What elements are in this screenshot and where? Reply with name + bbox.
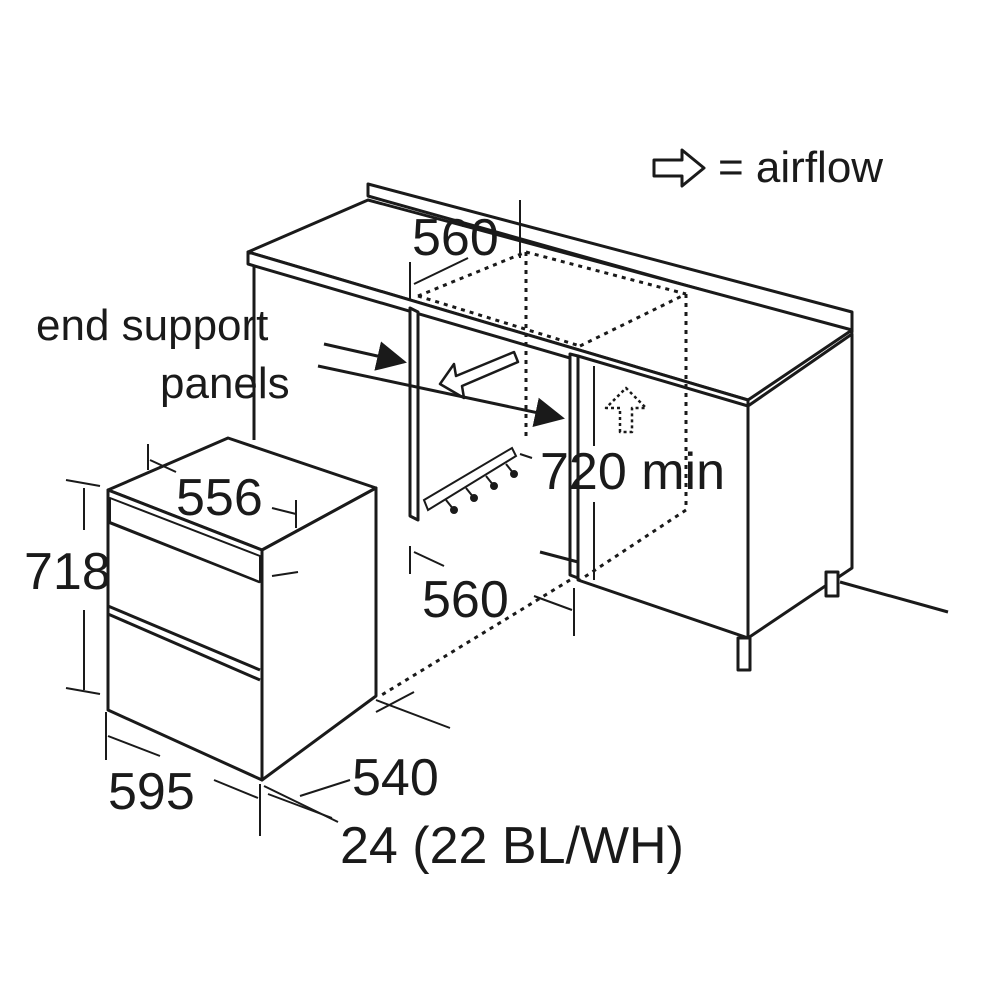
oven-height-label: 718 <box>24 543 111 601</box>
mounting-rail <box>422 446 533 514</box>
oven-width-label: 595 <box>108 763 195 821</box>
cabinet-width-label: 560 <box>422 571 509 629</box>
oven <box>106 436 378 782</box>
oven-side-label: 540 <box>352 749 439 807</box>
dimension-lines <box>65 200 595 836</box>
door-dimension-label: 24 (22 BL/WH) <box>340 817 684 875</box>
cabinet-depth-top-label: 560 <box>412 209 499 267</box>
end-support-label-line2: panels <box>160 359 290 408</box>
countertop <box>246 182 854 412</box>
airflow-legend-text: = airflow <box>718 143 884 192</box>
outline-arrow-icon <box>652 148 706 188</box>
airflow-arrows <box>438 350 648 434</box>
cabinet-height-label: 720 min <box>540 443 725 501</box>
cavity-outline <box>379 250 688 698</box>
pointer-arrows <box>317 341 565 428</box>
oven-depth-label: 556 <box>176 469 263 527</box>
airflow-out-arrow-icon <box>438 350 520 400</box>
end-support-label-line1: end support <box>36 301 269 350</box>
airflow-legend: = airflow <box>652 146 883 190</box>
airflow-up-arrow-icon <box>604 386 648 434</box>
